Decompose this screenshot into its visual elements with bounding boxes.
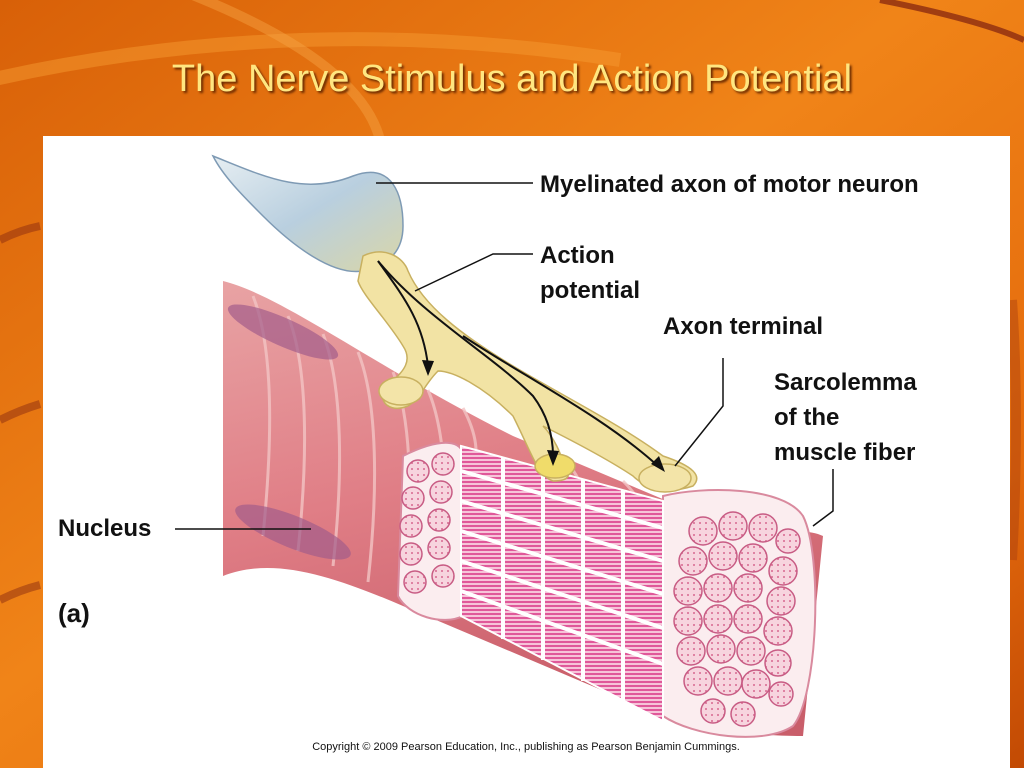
- figure-panel: Myelinated axon of motor neuron Action p…: [43, 136, 1010, 768]
- label-action-potential-line2: potential: [540, 277, 640, 304]
- myofibril-grid-lines: [460, 457, 664, 701]
- label-axon-terminal: Axon terminal: [663, 313, 823, 340]
- action-potential-arrows: [377, 260, 659, 467]
- label-sarcolemma-line1: Sarcolemma: [774, 369, 917, 396]
- myofibril-circles-left: [399, 452, 455, 594]
- nucleus-shape: [235, 504, 351, 560]
- axon-terminal-bulb: [378, 376, 424, 406]
- panel-letter: (a): [58, 598, 90, 628]
- muscle-fiber-diagram: Myelinated axon of motor neuron Action p…: [58, 154, 919, 753]
- slide-title: The Nerve Stimulus and Action Potential: [171, 58, 853, 100]
- label-sarcolemma-line3: muscle fiber: [774, 439, 915, 466]
- label-myelinated-axon: Myelinated axon of motor neuron: [540, 171, 919, 198]
- myofibril-circles-right: [673, 511, 801, 727]
- leader-lines: [175, 182, 834, 530]
- nucleus-shape: [227, 304, 339, 360]
- label-nucleus: Nucleus: [58, 515, 151, 542]
- label-action-potential-line1: Action: [540, 242, 615, 269]
- copyright-notice: Copyright © 2009 Pearson Education, Inc.…: [312, 741, 740, 753]
- label-sarcolemma-line2: of the: [774, 404, 839, 431]
- arrowheads: [422, 360, 665, 472]
- myelin-sheath: [211, 154, 404, 273]
- axon-terminal-bulb: [638, 463, 692, 493]
